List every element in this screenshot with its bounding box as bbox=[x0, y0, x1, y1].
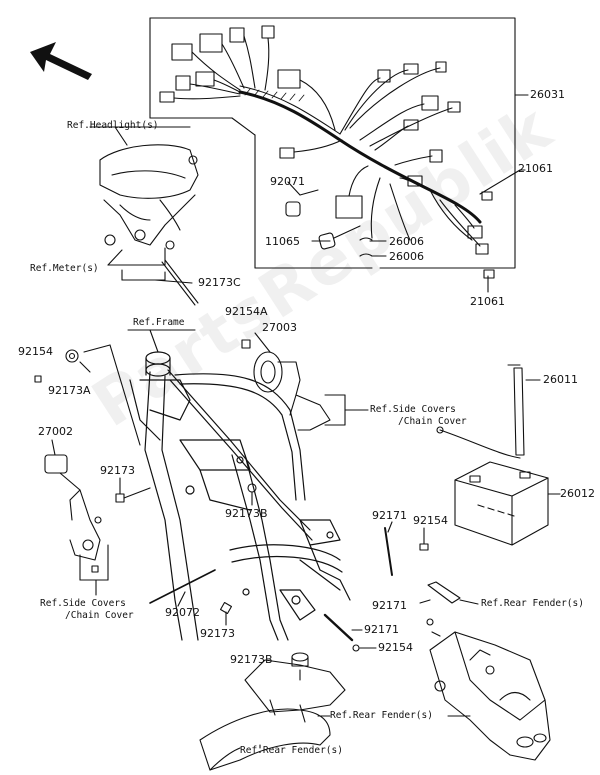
part-label-92072: 92072 bbox=[165, 606, 200, 619]
ref-side-covers-right-line1: Ref.Side Covers bbox=[370, 404, 456, 415]
part-label-92173-mid: 92173 bbox=[100, 464, 135, 477]
part-label-26011: 26011 bbox=[543, 373, 578, 386]
ref-frame: Ref.Frame bbox=[133, 317, 185, 328]
battery-strap-26011 bbox=[436, 364, 525, 459]
ref-meter: Ref.Meter(s) bbox=[30, 263, 99, 274]
part-label-26006-b: 26006 bbox=[389, 250, 424, 263]
part-label-92071: 92071 bbox=[270, 175, 305, 188]
ref-side-covers-left-line2: /Chain Cover bbox=[65, 610, 134, 621]
part-label-26006-a: 26006 bbox=[389, 235, 424, 248]
ref-side-covers-right-line2: /Chain Cover bbox=[398, 416, 467, 427]
part-label-92154-left: 92154 bbox=[18, 345, 53, 358]
part-label-92173b-mid: 92173B bbox=[225, 507, 268, 520]
part-label-27003: 27003 bbox=[262, 321, 297, 334]
frame bbox=[129, 351, 351, 641]
ref-rear-fender-2: Ref.Rear Fender(s) bbox=[330, 710, 433, 721]
part-label-92171-a: 92171 bbox=[372, 509, 407, 522]
part-label-21061-top: 21061 bbox=[518, 162, 553, 175]
ref-rear-fender-1: Ref.Rear Fender(s) bbox=[481, 598, 584, 609]
harness-frame-box bbox=[229, 17, 516, 269]
horn-27003 bbox=[241, 339, 331, 431]
part-label-26031: 26031 bbox=[530, 88, 565, 101]
part-label-92154-bottom: 92154 bbox=[378, 641, 413, 654]
part-label-92173b-bottom: 92173B bbox=[230, 653, 273, 666]
part-label-92171-c: 92171 bbox=[364, 623, 399, 636]
front-direction-arrow-icon bbox=[30, 42, 92, 80]
part-label-92154a: 92154A bbox=[225, 305, 268, 318]
ref-side-covers-left-line1: Ref.Side Covers bbox=[40, 598, 126, 609]
rear-fender-lower bbox=[199, 652, 346, 771]
part-label-11065: 11065 bbox=[265, 235, 300, 248]
part-label-92173c: 92173C bbox=[198, 276, 241, 289]
ref-rear-fender-3: Ref.Rear Fender(s) bbox=[240, 745, 343, 756]
part-label-92173a: 92173A bbox=[48, 384, 91, 397]
part-label-21061-bottom: 21061 bbox=[470, 295, 505, 308]
main-harness bbox=[159, 25, 495, 279]
part-label-27002: 27002 bbox=[38, 425, 73, 438]
part-label-92173-bottom: 92173 bbox=[200, 627, 235, 640]
grommet-92173a bbox=[65, 349, 79, 363]
relay-27002 bbox=[44, 454, 102, 561]
rear-fender-right bbox=[429, 631, 551, 761]
part-label-26012: 26012 bbox=[560, 487, 595, 500]
part-label-92154-mid: 92154 bbox=[413, 514, 448, 527]
part-label-92171-b: 92171 bbox=[372, 599, 407, 612]
battery-26012 bbox=[454, 461, 549, 546]
ref-headlight: Ref.Headlight(s) bbox=[67, 120, 159, 131]
headlight-meter-bracket bbox=[99, 144, 199, 250]
